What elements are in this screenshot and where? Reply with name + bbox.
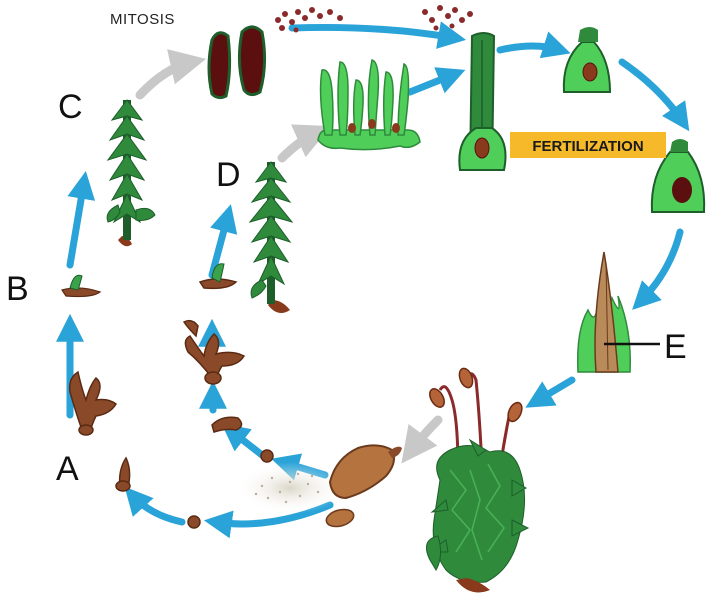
- cycle-arrows: [56, 21, 690, 539]
- label-e: E: [664, 328, 687, 366]
- rhizoid: [118, 236, 132, 247]
- arrow-icon: [124, 486, 186, 526]
- archegonium-large: [458, 32, 507, 171]
- arrow-icon: [525, 376, 576, 408]
- stage-e-young-sporophyte: [576, 251, 660, 373]
- stage-c-gametophyte: [106, 99, 156, 247]
- label-d: D: [216, 156, 241, 194]
- label-mitosis: MITOSIS: [110, 11, 175, 28]
- label-b: B: [6, 270, 29, 308]
- antheridia: [207, 25, 267, 100]
- green-bud: [211, 263, 225, 283]
- spore-cloud: [234, 462, 346, 514]
- arrow-icon: [221, 423, 266, 459]
- green-bud: [69, 274, 83, 291]
- transition-arrows: [135, 49, 443, 464]
- arrow-icon: [618, 58, 690, 132]
- protonema-base: [204, 371, 222, 385]
- spore-dots: [254, 472, 320, 504]
- arrow-icon: [401, 415, 443, 464]
- capsule-stalk: [388, 446, 402, 458]
- zygote-stage-1: [562, 27, 612, 93]
- moss-plant-icon: [248, 161, 294, 299]
- moss-highlights: [449, 463, 505, 561]
- egg-cell: [368, 119, 376, 129]
- protonema-thread: [61, 287, 102, 298]
- label-a: A: [56, 450, 79, 488]
- arrow-icon: [496, 31, 571, 59]
- arrow-icon: [406, 67, 466, 96]
- label-c: C: [58, 88, 83, 126]
- arrow-icon: [66, 170, 96, 269]
- protonema-base: [78, 424, 94, 436]
- protonema-base: [115, 480, 131, 492]
- embryo: [672, 177, 692, 203]
- egg-cell: [392, 123, 400, 133]
- rhizoid: [456, 578, 490, 593]
- protonema-sprout: [211, 416, 243, 433]
- fertilization-label-bg: [510, 132, 666, 158]
- sperm-cells: [275, 5, 473, 33]
- opened-capsule: [328, 444, 395, 500]
- capsule-lid: [325, 508, 355, 528]
- zygote: [582, 62, 598, 82]
- moss-plant-icon: [106, 99, 156, 224]
- spore-capsules: [429, 367, 523, 423]
- inner-protonema-sequence: [182, 278, 274, 463]
- antheridium: [207, 31, 232, 100]
- spore: [260, 449, 274, 463]
- arrow-icon: [632, 228, 684, 310]
- protonema-branched: [68, 370, 117, 433]
- arrow-icon: [208, 204, 238, 279]
- protonema-branched: [182, 319, 199, 338]
- fertilization-label: FERTILIZATION: [510, 132, 666, 158]
- spore-release: [234, 444, 402, 528]
- sporophyte-center: [605, 261, 609, 371]
- stage-a-protonema: [68, 370, 201, 529]
- mature-sporophyte: [425, 367, 530, 593]
- spore: [187, 515, 201, 529]
- arrow-icon: [277, 124, 332, 163]
- zygote-stage-2: [650, 139, 706, 213]
- arrow-icon: [288, 21, 467, 49]
- egg-cell: [474, 137, 490, 159]
- stage-b-bud: [61, 274, 102, 298]
- protonema-branched: [184, 333, 246, 382]
- protonema-thread: [198, 278, 238, 290]
- archegonia-cluster: [317, 59, 421, 151]
- arrow-icon: [135, 49, 207, 100]
- moss-plant-icon: [425, 438, 530, 583]
- antheridium: [237, 25, 267, 97]
- egg-cell: [348, 123, 356, 133]
- fertilization-label-text: FERTILIZATION: [532, 138, 643, 155]
- stage-d-gametophyte: [248, 161, 294, 314]
